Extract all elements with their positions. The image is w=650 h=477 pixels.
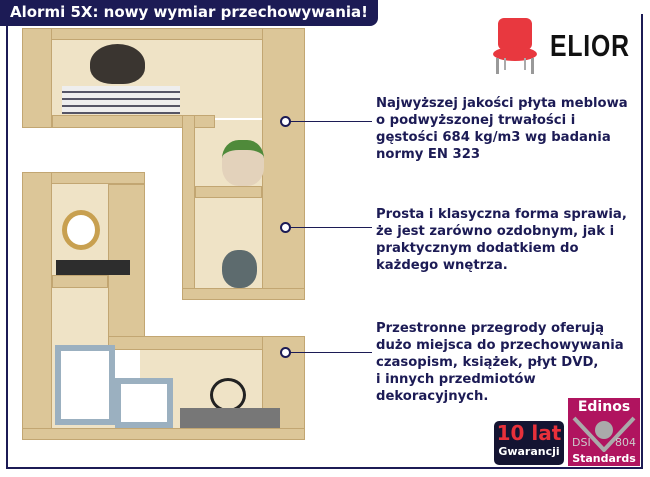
picture-frame-2: [115, 378, 173, 428]
warranty-badge: 10 lat Gwarancji: [494, 421, 564, 465]
edinos-title: Edinos: [577, 399, 631, 415]
edinos-badge: Edinos DSI 804 Standards: [568, 398, 640, 466]
edinos-left: DSI: [572, 436, 591, 449]
pinecone: [90, 44, 145, 84]
callout-dot: [280, 222, 291, 233]
callout-material: Najwyższej jakości płyta meblowa o podwy…: [376, 96, 628, 162]
chair-icon: [493, 18, 537, 74]
warranty-years: 10 lat: [496, 421, 562, 445]
frame-border: [6, 14, 643, 469]
edinos-right: 804: [615, 436, 636, 449]
brand-name: ELIOR: [550, 28, 630, 63]
callout-form: Prosta i klasyczna forma sprawia, że jes…: [376, 207, 627, 273]
warranty-label: Gwarancji: [498, 445, 560, 458]
edinos-bottom: Standards: [572, 452, 636, 465]
clock-icon: [62, 210, 100, 250]
sphere-decor: [210, 378, 246, 412]
callout-dot: [280, 347, 291, 358]
vase: [222, 140, 264, 186]
callout-storage: Przestronne przegrody oferują dużo miejs…: [376, 321, 624, 404]
vase-2: [222, 250, 257, 288]
books: [62, 86, 180, 114]
picture-frame: [55, 345, 115, 425]
callout-dot: [280, 116, 291, 127]
page-title: Alormi 5X: nowy wymiar przechowywania!: [0, 0, 378, 26]
